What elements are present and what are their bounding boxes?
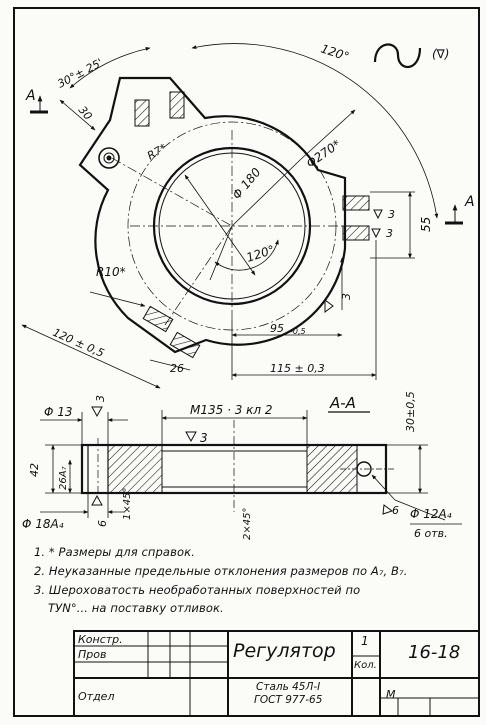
label-115: 115 ± 0,3 <box>270 362 325 375</box>
tb-scale: М <box>386 688 396 701</box>
label-dia180: Φ 180 <box>230 165 264 202</box>
label-3c: 3 <box>340 293 353 300</box>
tb-qty-label: Кол. <box>354 660 377 671</box>
tb-qty: 1 <box>361 634 369 648</box>
label-42: 42 <box>28 463 41 477</box>
note-1: 1. * Размеры для справок. <box>34 545 195 559</box>
plan-view <box>78 76 370 359</box>
label-angle-120: 120° <box>319 42 351 64</box>
tb-title: Регулятор <box>233 640 336 662</box>
side-hole <box>98 147 120 169</box>
label-r7: R7* <box>145 141 169 163</box>
label-3a: 3 <box>388 208 395 221</box>
plan-dimensions <box>21 43 439 389</box>
label-angle-120-inner: 120° <box>245 243 277 265</box>
label-dia13: Φ 13 <box>44 405 73 419</box>
note-2: 2. Неуказанные предельные отклонения раз… <box>34 564 408 578</box>
tb-prov: Пров <box>78 648 107 661</box>
label-thread: M135 · 3 кл 2 <box>190 403 273 417</box>
label-26: 26 <box>170 362 184 375</box>
label-30-tol: 30±0,5 <box>404 391 417 432</box>
label-rough-top: 3 <box>200 431 208 445</box>
finish-ticks <box>324 209 383 313</box>
note-3: 3. Шероховатость необработанных поверхно… <box>34 583 361 597</box>
label-3b: 3 <box>386 227 393 240</box>
label-55: 55 <box>419 217 433 232</box>
label-95-tol: -0,5 <box>290 327 306 336</box>
label-holes: 6 отв. <box>414 527 448 540</box>
tb-konstr: Констр. <box>78 633 123 646</box>
label-dia270: Φ270* <box>304 137 343 170</box>
section-mark-left: A <box>25 88 36 104</box>
label-chamfer-2: 2×45° <box>242 508 253 540</box>
label-95: 95 <box>270 322 284 335</box>
label-120: 120 ± 0,5 <box>51 326 106 360</box>
title-block-grid <box>73 630 480 717</box>
note-3-cont: ТУN°... на поставку отливок. <box>48 601 224 615</box>
section-dimensions <box>40 410 446 521</box>
label-finish: (∇) <box>432 47 449 61</box>
finish-symbol-icon <box>373 43 422 68</box>
tb-material-1: Сталь 45Л-I <box>256 681 321 693</box>
tb-material-2: ГОСТ 977-65 <box>254 694 323 706</box>
section-label: A-A <box>329 394 356 412</box>
label-r10: R10* <box>96 265 126 279</box>
tb-drawing-no: 16-18 <box>408 642 461 663</box>
label-dia12: Φ 12A₄ <box>410 507 452 521</box>
label-dia18: Φ 18A₄ <box>22 517 64 531</box>
section-markers <box>30 95 463 225</box>
section-finish-ticks <box>91 406 394 515</box>
label-26A: 26A₇ <box>58 466 69 490</box>
section-mark-right: A <box>464 194 475 210</box>
label-rough-6a: 6 <box>96 520 109 527</box>
label-rough-6b: 6 <box>392 504 399 517</box>
label-chamfer-1: 1×45° <box>122 488 133 520</box>
label-angle-30: 30°± 25' <box>55 56 105 91</box>
tb-otdel: Отдел <box>78 690 115 703</box>
label-rough-3: 3 <box>94 395 107 402</box>
section-view: A-A <box>80 394 395 512</box>
label-30: 30 <box>76 104 95 123</box>
